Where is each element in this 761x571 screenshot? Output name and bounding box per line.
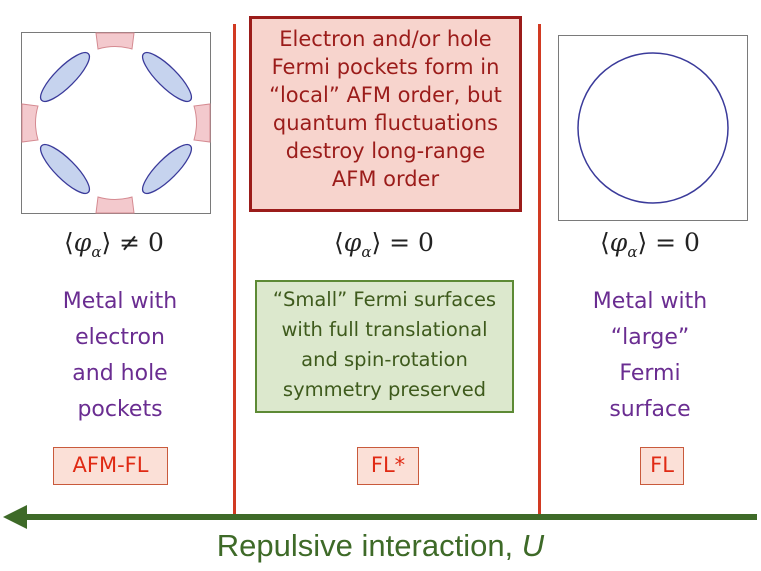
order-relation: = 0 [655,228,700,257]
order-parameter-middle: ⟨φα⟩ = 0 [334,228,434,261]
hole-pocket-top [95,32,135,50]
hole-pocket-left [21,103,39,143]
local-afm-order-box: Electron and/or hole Fermi pockets form … [249,16,522,212]
axis-label-text: Repulsive interaction, [216,528,522,563]
green-box-line: “Small” Fermi surfaces [272,288,497,311]
description-line: pockets [77,397,163,422]
electron-pocket-bottom-left [39,143,91,195]
electron-pocket-top-right [141,51,193,103]
plot-frame [21,32,211,214]
description-line: surface [609,397,691,422]
plot-frame [558,35,748,221]
green-box-line: and spin-rotation [301,348,468,371]
box-line: destroy long-range [285,139,486,163]
small-fermi-surfaces-box: “Small” Fermi surfaces with full transla… [255,280,514,413]
afm-fl-description: Metal with electron and hole pockets [20,284,220,428]
box-line: Electron and/or hole [279,27,492,51]
repulsive-interaction-label: Repulsive interaction, U [0,528,761,564]
box-line: Fermi pockets form in [271,55,500,79]
fl-star-tag: FL* [357,447,419,485]
fl-description: Metal with “large” Fermi surface [550,284,750,428]
order-parameter-left: ⟨φα⟩ ≠ 0 [64,228,164,261]
interaction-arrow-shaft [25,514,757,520]
description-line: Metal with [62,289,178,314]
afm-fl-tag: AFM-FL [53,447,168,485]
order-parameter-right: ⟨φα⟩ = 0 [600,228,700,261]
order-relation: = 0 [389,228,434,257]
hole-pocket-bottom [95,196,135,214]
description-line: Fermi [619,361,681,386]
box-line: quantum fluctuations [272,111,499,135]
arrow-left-icon [3,505,27,529]
fermi-surface-circle [577,52,729,204]
fl-tag: FL [640,447,684,485]
box-line: “local” AFM order, but [269,83,502,107]
green-box-line: symmetry preserved [282,378,487,401]
large-fermi-surface-plot [558,35,748,221]
divider-left [233,24,236,516]
description-line: electron [75,325,165,350]
axis-label-variable: U [521,528,545,563]
box-line: AFM order [331,167,440,191]
divider-right [538,24,541,516]
order-relation: ≠ 0 [119,228,164,257]
green-box-line: with full translational [281,318,488,341]
description-line: and hole [72,361,168,386]
electron-pocket-bottom-right [141,143,193,195]
description-line: “large” [610,325,690,350]
afm-fermi-pockets-plot [21,32,211,214]
description-line: Metal with [592,289,708,314]
electron-pocket-top-left [39,51,91,103]
hole-pocket-right [193,103,211,143]
